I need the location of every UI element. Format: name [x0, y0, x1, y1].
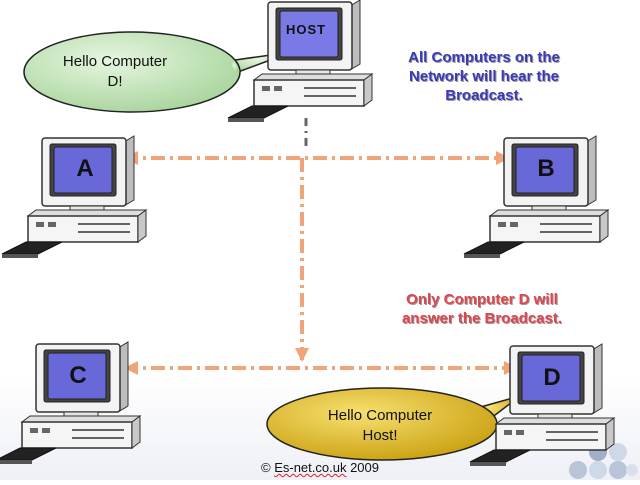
system-unit	[495, 423, 607, 451]
reply-speech-bubble	[266, 387, 521, 461]
arrow-to-c	[124, 361, 138, 375]
network-connections	[124, 118, 518, 375]
computer-d-screen-label: D	[543, 364, 561, 391]
broadcast-caption: All Computers on the Network will hear t…	[408, 49, 560, 104]
keyboard	[1, 241, 63, 255]
reply-caption: Only Computer D will answer the Broadcas…	[401, 291, 563, 327]
system-unit	[27, 215, 139, 243]
host-computer	[227, 0, 374, 122]
computer-a-screen-label: A	[76, 155, 94, 182]
computer-c	[0, 341, 142, 464]
arrow-down	[295, 348, 309, 362]
computer-b	[463, 135, 610, 258]
system-unit	[253, 79, 365, 107]
monitor-screen	[53, 146, 113, 194]
computer-c-screen-label: C	[69, 362, 87, 389]
host-speech-text: Hello Computer D!	[62, 53, 168, 90]
copyright-year: 2009	[346, 460, 379, 475]
computer-b-screen-label: B	[537, 155, 555, 182]
host-screen-label: HOST	[285, 22, 327, 37]
copyright-site: Es-net.co.uk	[274, 460, 347, 475]
reply-speech-text: Hello Computer Host!	[327, 407, 433, 444]
copyright-prefix: ©	[260, 460, 275, 475]
monitor-screen	[521, 354, 581, 402]
keyboard	[227, 105, 289, 119]
monitor-screen	[47, 352, 107, 400]
copyright-notice: © Es-net.co.uk 2009	[0, 460, 640, 475]
arrow-to-b	[496, 151, 510, 165]
computer-a	[1, 135, 148, 258]
system-unit	[489, 215, 601, 243]
keyboard	[463, 241, 525, 255]
computer-d	[469, 343, 616, 466]
monitor-screen	[279, 10, 339, 58]
keyboard	[0, 447, 57, 461]
monitor-screen	[515, 146, 575, 194]
system-unit	[21, 421, 133, 449]
